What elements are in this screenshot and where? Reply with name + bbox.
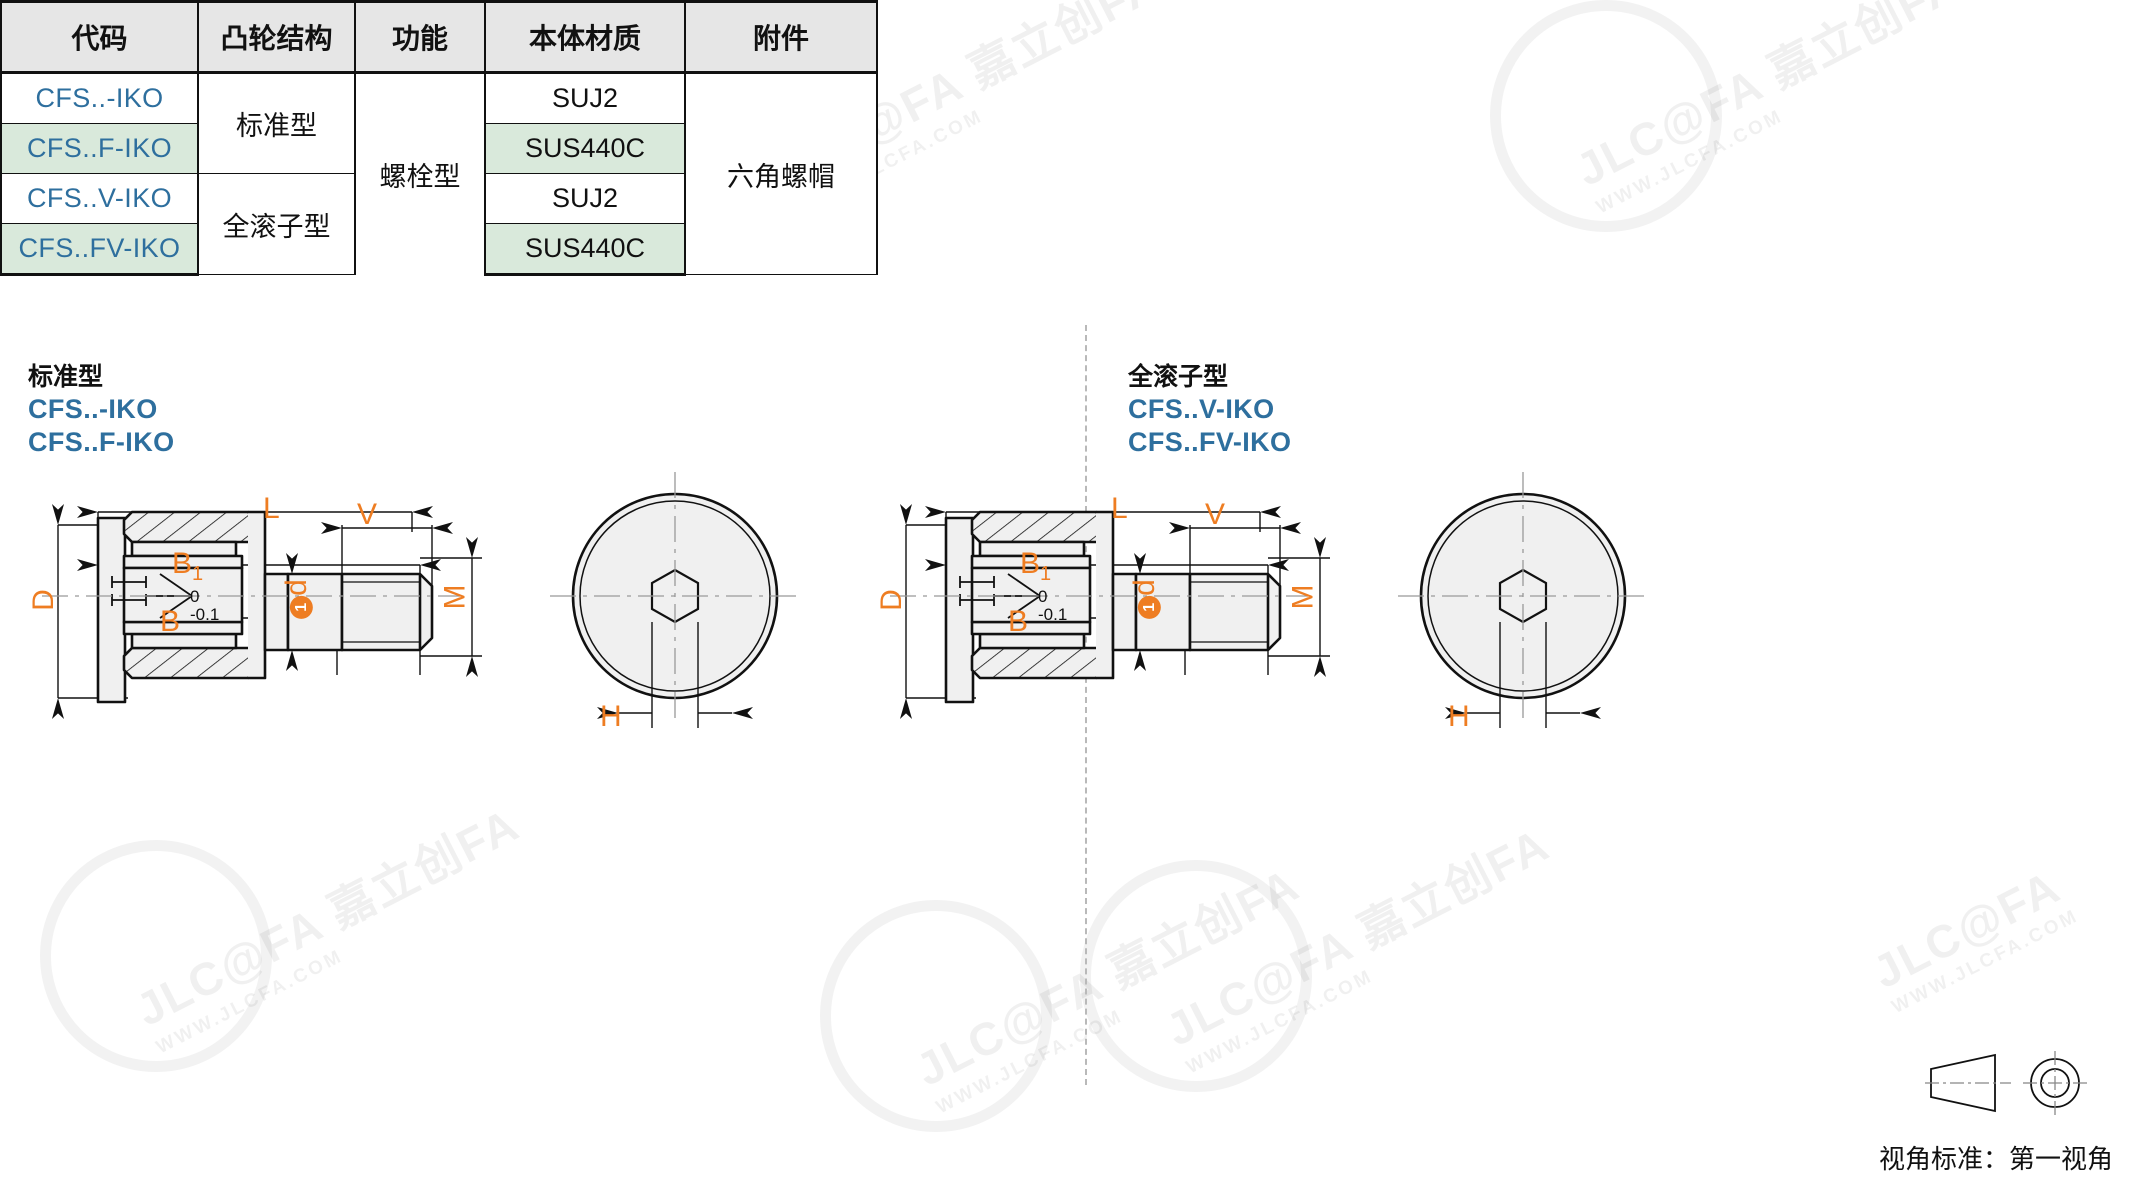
left-drawing [20,470,1060,1030]
dim-label-B1: B1 [172,547,204,585]
right-drawing [868,470,1908,1030]
table-row: CFS..V-IKO 全滚子型 SUJ2 [0,173,877,275]
left-code-1: CFS..-IKO [28,393,158,424]
left-type-label: 标准型 [28,363,104,391]
table-header-code: 代码 [0,0,199,74]
cell-code: CFS..F-IKO [0,123,199,174]
dim-label-B: B [1008,605,1029,638]
cell-material: SUS440C [484,123,686,174]
footer-note: 视角标准：第一视角 [1878,1144,2113,1174]
dim-label-D: D [26,589,60,611]
table-row: CFS..-IKO 标准型 螺栓型 SUJ2 六角螺帽 [0,72,878,275]
watermark-url: WWW.JLCFA.COM [1888,905,2083,1018]
dim-label-D: D [874,589,908,611]
table-header-cam: 凸轮结构 [197,0,356,74]
cell-code: CFS..FV-IKO [0,223,199,276]
cell-cam: 全滚子型 [197,173,356,275]
dim-label-M: M [1286,584,1320,610]
dim-label-L: L [1111,492,1128,525]
dim-label-L: L [263,492,280,525]
watermark-ring-2 [1490,0,1722,232]
cell-code: CFS..-IKO [0,72,199,124]
left-section-label: 标准型 CFS..-IKO CFS..F-IKO [28,362,175,459]
table-row: CFS..F-IKO SUS440C [0,123,877,174]
watermark-text: JLC@FA 嘉立创FA [1567,0,1968,196]
cell-material: SUJ2 [484,173,686,224]
dim-tolerance-B: 0 -0.1 [1038,588,1067,624]
tolerance-lower: -0.1 [190,604,220,624]
tolerance-upper: 0 [190,587,200,606]
watermark-3: JLC@FA 嘉立创FA WWW.JLCFA.COM [1563,0,1979,219]
cell-cam: 标准型 [197,72,356,174]
table-header-material: 本体材质 [484,0,686,74]
cell-function: 螺栓型 [354,72,486,275]
section-divider [1085,325,1087,1085]
dim-label-V: V [1205,498,1226,531]
right-code-2: CFS..FV-IKO [1128,426,1292,457]
table-header-accessory: 附件 [684,0,878,74]
right-code-1: CFS..V-IKO [1128,393,1275,424]
table-header-row: 代码 凸轮结构 功能 本体材质 附件 [0,0,878,74]
dim-label-d: 1d [1128,579,1162,619]
watermark-url: WWW.JLCFA.COM [1593,105,1787,219]
cell-material: SUJ2 [484,72,686,124]
specification-table: 代码 凸轮结构 功能 本体材质 附件 CFS..-IKO 标准型 螺栓型 SUJ… [0,0,878,276]
cell-material: SUS440C [484,223,686,276]
cell-accessory: 六角螺帽 [684,72,878,275]
left-code-2: CFS..F-IKO [28,426,175,457]
d-marker-badge: 1 [1137,595,1161,619]
dim-label-H: H [600,700,622,733]
dim-label-M: M [438,584,472,610]
d-marker-badge: 1 [289,595,313,619]
tolerance-lower: -0.1 [1038,604,1068,624]
right-section-label: 全滚子型 CFS..V-IKO CFS..FV-IKO [1128,362,1291,459]
table-header-function: 功能 [354,0,486,74]
dim-label-H: H [1448,700,1470,733]
dim-label-d: 1d [280,579,314,619]
dim-label-V: V [357,498,378,531]
table-row: CFS..FV-IKO SUS440C [0,223,877,276]
dim-label-B: B [160,605,181,638]
dim-label-B1: B1 [1020,547,1052,585]
right-type-label: 全滚子型 [1128,363,1229,391]
projection-symbol [1925,1047,2101,1124]
tolerance-upper: 0 [1038,587,1048,606]
cell-code: CFS..V-IKO [0,173,199,224]
dim-tolerance-B: 0 -0.1 [190,588,219,624]
